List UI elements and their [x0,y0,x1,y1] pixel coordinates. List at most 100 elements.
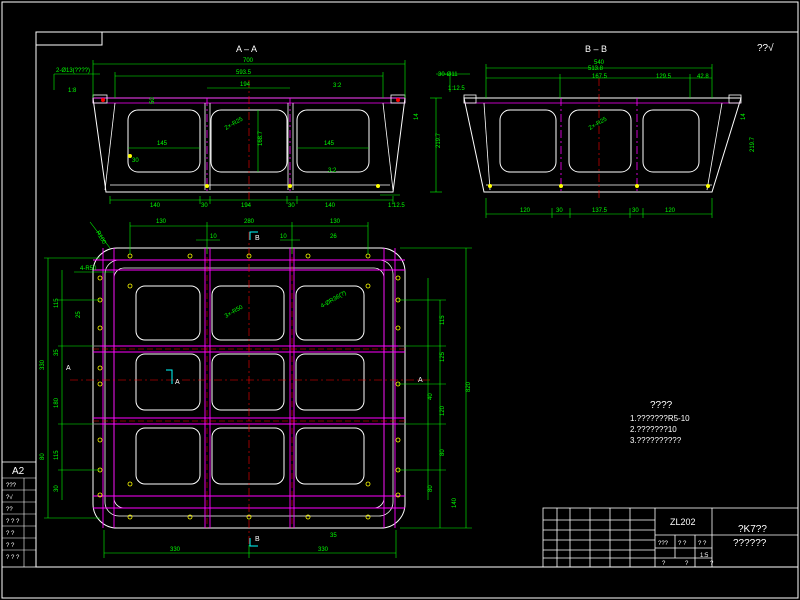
sheet-size-label: A2 [12,466,25,477]
opening [211,353,285,411]
opening [135,353,201,411]
notch-slope: 1:8 [68,88,77,94]
section-marker-b-top: B [255,235,260,242]
strip-row: ? ? [6,543,15,549]
plan-view: B B A A A [40,219,472,558]
section-marker-a: A [175,379,180,386]
plan-sub-dim: 10 [280,234,287,240]
section-aa: A – A [53,44,442,209]
plan-left-dim: 80 [40,453,46,460]
bb-top-dim: 167.5 [592,74,608,80]
plan-right-dim: 125 [440,351,446,362]
tick-small: 50 [150,97,156,104]
strip-row: ?? [6,507,13,513]
opening [211,427,285,485]
hole-note: 4-ØR36(?) [320,290,348,309]
opening [295,427,365,485]
title-block [542,507,799,568]
note-item: 3.?????????? [630,436,682,445]
bb-bottom-dim: 30 [632,208,639,214]
dim-mid-height: 168.7 [258,130,264,146]
strip-row: ?√ [6,494,13,501]
plan-bottom-dim: 330 [170,547,181,553]
plan-top-dim: 130 [156,219,167,225]
bb-radius: 2×-R25 [588,116,609,131]
title-cell: ? ? [698,541,707,547]
note-item: 2.???????10 [630,425,677,434]
corner-radius: R100 [94,230,107,246]
plan-left-dim: 180 [54,397,60,408]
bb-overall-width: 540 [594,60,605,66]
plan-bottom-note: 35 [330,533,337,539]
bb-depth: 219.7 [750,136,756,152]
opening [135,427,201,485]
plan-overall-height: 820 [466,381,472,392]
bb-top-dim: 42.8 [697,74,709,80]
dim-bottom: 30 [201,203,208,209]
edge-slope: 1:12.5 [388,203,405,209]
bb-bottom-dim: 137.5 [592,208,608,214]
bb-top-dim: 129.5 [656,74,672,80]
title-cell: ? [662,561,666,567]
dim-wall: 14 [414,113,420,120]
dim-opening-left: 145 [157,141,168,147]
dim-cell-width: 194 [240,82,251,88]
section-bb-title: B – B [585,44,607,54]
bb-bottom-dim: 120 [665,208,676,214]
plan-bottom-dim: 330 [318,547,329,553]
strip-row: ? ? [6,531,15,537]
radius-note: 2×-R25 [224,116,245,131]
section-aa-title: A – A [236,44,257,54]
section-marker-b-bottom: B [255,536,260,543]
drawing-number: ZL202 [670,517,696,527]
plan-left-dim: 115 [54,450,60,460]
note-item: 1.???????R5-10 [630,414,690,423]
inner-border [35,31,799,568]
slope-top: 3:2 [333,83,342,89]
section-marker-a-right: A [418,377,423,384]
technical-notes: ???? 1.???????R5-10 2.???????10 3.??????… [630,400,690,445]
opening [211,285,285,341]
dim-bottom: 194 [241,203,252,209]
title-cell: ? [710,561,714,567]
notes-title: ???? [650,400,673,411]
top-label-box [35,31,103,46]
corner-note: 4-R50 [80,266,97,272]
notch-note: 2-Ø13(????) [56,68,90,74]
drawing-name-line1: ?K7?? [738,524,767,535]
plan-right-dim: 80 [440,449,446,456]
scale: 1:5 [700,553,709,559]
left-strip: A2 ??? ?√ ?? ? ? ? ? ? ? ? ? ? ? [1,461,37,568]
opening [295,285,365,341]
bb-bottom-dim: 120 [520,208,531,214]
title-cell: ??? [658,541,669,547]
bb-notch-note: 30-Ø11 [438,72,458,78]
title-cell: ? ? [678,541,687,547]
bb-inner-width: 513.8 [588,66,604,72]
plan-left-dim: 115 [54,298,60,308]
dim-depth: 219.7 [436,132,442,148]
plan-right-dim: 140 [452,497,458,508]
dim-bottom: 140 [150,203,161,209]
dim-inner-width: 593.5 [236,70,252,76]
plan-left-dim: 25 [76,311,82,318]
section-bb: B – B [436,44,756,218]
corner-mark: ??√ [757,42,774,54]
strip-row: ? ? ? [6,519,20,525]
dim-rib: 30 [132,158,139,164]
dim-bottom: 140 [325,203,336,209]
strip-row: ? ? ? [6,555,20,561]
plan-sub-dim: 10 [210,234,217,240]
opening [295,353,365,411]
plan-top-dim: 280 [244,219,255,225]
dim-overall-width: 700 [243,58,254,64]
plan-sub-dim: 26 [330,234,337,240]
opening [135,285,201,341]
title-cell: ? [685,561,689,567]
plan-right-dim: 115 [440,315,446,325]
inner-radius: 3×-R50 [224,304,245,319]
bb-notch-slope: 1:12.5 [448,86,465,92]
bb-wall: 14 [741,113,747,120]
plan-right-dim: 80 [428,485,434,492]
